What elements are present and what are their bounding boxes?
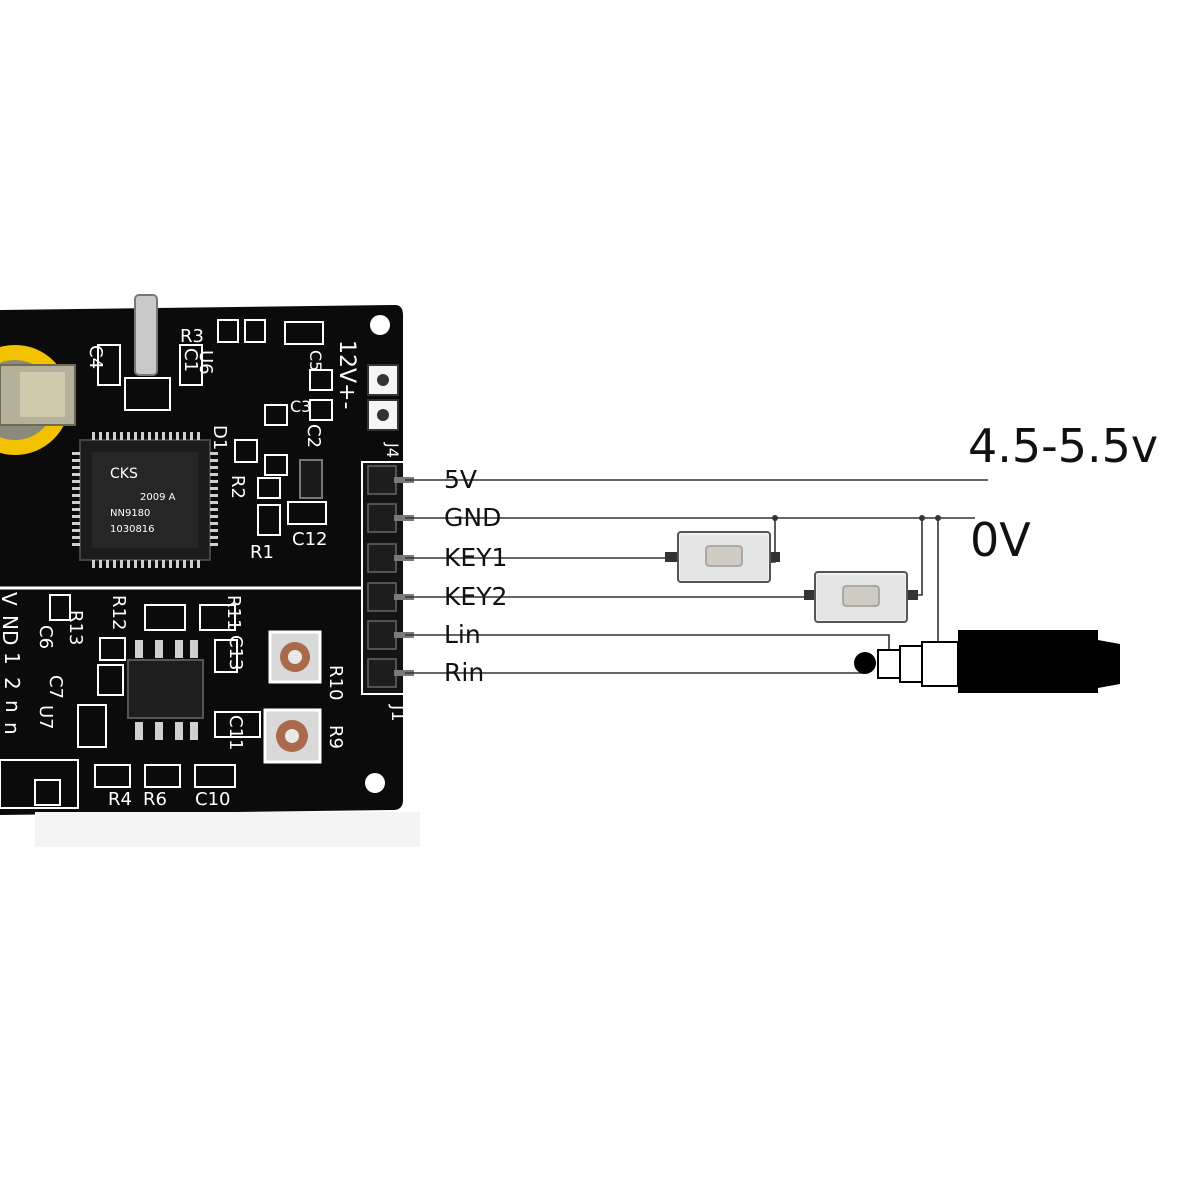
label-c11: C11 (225, 715, 246, 750)
wire-lin (405, 634, 890, 650)
header-pin-5v (367, 465, 414, 495)
wire-gnd-key2 (908, 518, 923, 596)
label-r2: R2 (227, 475, 248, 499)
silkscreen-labels: C4 C1 R3 U6 C3 C2 D1 R2 C12 R1 R11 R12 R… (35, 326, 408, 810)
label-c6: C6 (35, 625, 56, 649)
audio-jack-plug (854, 630, 1120, 693)
pin-label-key1: KEY1 (444, 543, 507, 572)
label-c10: C10 (195, 789, 230, 810)
header-pin-gnd (367, 503, 414, 533)
ground-voltage-label: 0V (970, 513, 1031, 567)
wires (405, 479, 988, 674)
label-c4: C4 (85, 345, 106, 369)
label-c7: C7 (45, 675, 66, 699)
label-c13: C13 (225, 635, 246, 670)
label-j1: J1 (387, 704, 408, 722)
header-pin-key2 (367, 582, 414, 612)
pin-label-gnd: GND (444, 503, 501, 532)
header-pins (367, 465, 414, 688)
label-r4: R4 (108, 789, 132, 810)
main-chip: CKS 2009 A NN9180 1030816 (79, 439, 211, 561)
edge-label-3: 2 (0, 677, 24, 690)
edge-label-2: 1 (0, 652, 24, 665)
j4-label: J4 (383, 442, 402, 458)
label-r13: R13 (65, 610, 86, 645)
header-pin-key1 (367, 543, 414, 573)
amp-chip (127, 640, 204, 740)
pin-header-j1 (361, 461, 405, 695)
potentiometer-top (268, 630, 322, 684)
pin-label-5v: 5V (444, 465, 477, 494)
smd-parts (0, 319, 333, 809)
power-terminal: 12V+- J4 (334, 340, 402, 458)
chip-text-date: 2009 A (140, 492, 176, 503)
header-pin-lin (367, 620, 414, 650)
header-pin-rin (367, 658, 414, 688)
label-d1: D1 (209, 425, 230, 450)
pin-label-lin: Lin (444, 620, 481, 649)
label-r1: R1 (250, 542, 274, 563)
label-r9: R9 (325, 725, 346, 749)
label-r3: R3 (180, 326, 204, 347)
supply-voltage-label: 4.5-5.5v (968, 419, 1158, 473)
edge-label-0: V (0, 592, 21, 606)
chip-text-lot: 1030816 (110, 524, 155, 535)
power-label: 12V+- (334, 340, 359, 409)
chip-pins (72, 432, 218, 568)
pcb-board: CKS 2009 A NN9180 1030816 12V+- J4 (0, 294, 420, 847)
label-c3: C3 (290, 397, 311, 416)
label-r6: R6 (143, 789, 167, 810)
label-u7: U7 (35, 705, 56, 730)
label-c5: C5 (306, 350, 325, 371)
key1-button (665, 531, 780, 583)
pin-label-rin: Rin (444, 658, 484, 687)
chip-text-part: NN9180 (110, 508, 150, 519)
edge-label-4: n (1, 700, 25, 713)
potentiometer-bottom (263, 708, 322, 764)
chip-text-brand: CKS (110, 466, 138, 482)
label-c2: C2 (303, 424, 324, 448)
key2-button (804, 571, 918, 623)
edge-label-1: ND (0, 615, 22, 645)
label-c12: C12 (292, 529, 327, 550)
left-edge-labels: V ND 1 2 n n (0, 592, 25, 735)
wire-junctions (772, 515, 941, 521)
label-r12: R12 (108, 595, 129, 630)
label-r11: R11 (223, 595, 244, 630)
label-c1: C1 (180, 348, 201, 372)
label-r10: R10 (325, 665, 346, 700)
pin-label-key2: KEY2 (444, 582, 507, 611)
label-u6: U6 (195, 350, 216, 375)
edge-label-5: n (0, 722, 24, 735)
coin-battery (0, 345, 76, 455)
crystal (124, 294, 171, 411)
